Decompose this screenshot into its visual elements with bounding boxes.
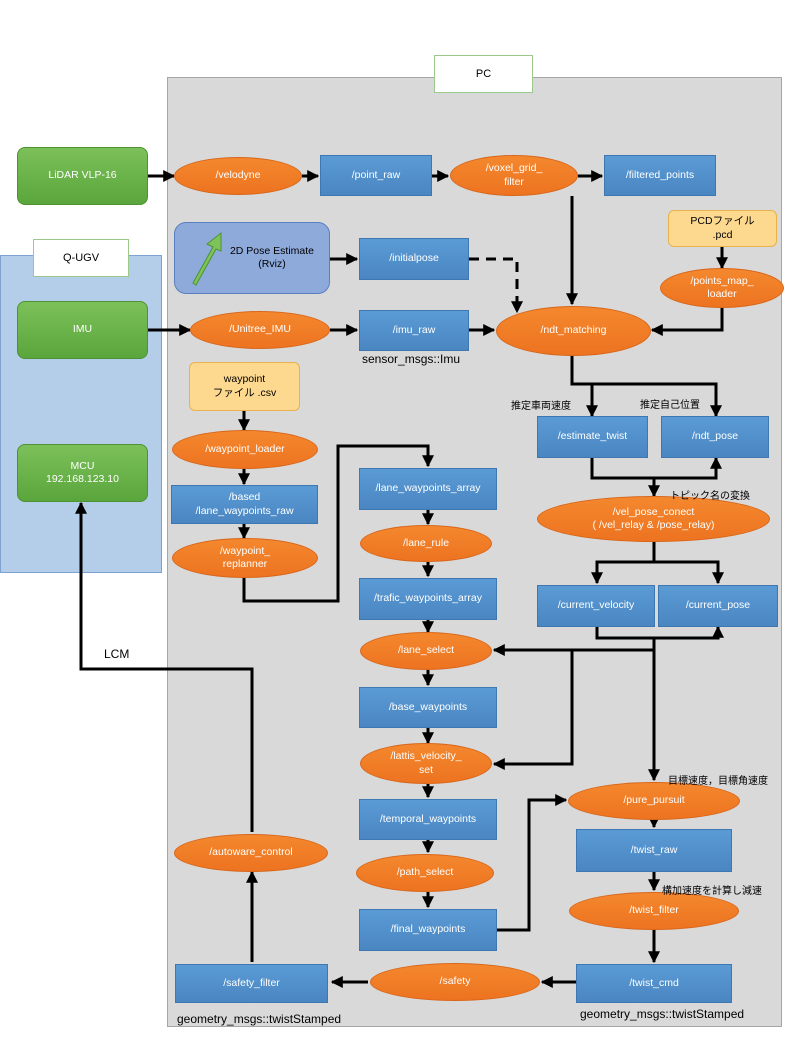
edge-to-lane-select xyxy=(492,638,656,656)
q-ugv-region-label: Q-UGV xyxy=(33,239,129,277)
edge-velocity-pose-lane-select xyxy=(595,625,724,640)
topic-current-pose: /current_pose xyxy=(658,585,778,627)
topic-estimate-twist: /estimate_twist xyxy=(537,416,648,458)
lidar-vlp16-device: LiDAR VLP-16 xyxy=(17,147,148,205)
label-sensor-msgs-imu: sensor_msgs::Imu xyxy=(362,352,461,366)
topic-point-raw: /point_raw xyxy=(320,155,432,196)
node-twist-filter: /twist_filter xyxy=(569,892,739,930)
edge-map-loader-ndt xyxy=(650,308,724,336)
green-arrow-icon xyxy=(192,231,222,286)
topic-imu-raw: /imu_raw xyxy=(359,310,469,351)
edge-initialpose-ndt-dashed xyxy=(469,257,523,314)
edge-replanner-lane-array xyxy=(242,444,434,603)
topic-lane-waypoints-array: /lane_waypoints_array xyxy=(359,468,497,510)
topic-initialpose: /initialpose xyxy=(359,238,469,280)
topic-temporal-waypoints: /temporal_waypoints xyxy=(359,799,497,840)
label-estimated-velocity: 推定車両速度 xyxy=(511,401,571,412)
node-waypoint-loader: /waypoint_loader xyxy=(172,430,318,469)
node-vel-pose-conect: /vel_pose_conect ( /vel_relay & /pose_re… xyxy=(537,496,770,542)
node-lattis-velocity-set: /lattis_velocity_ set xyxy=(360,743,492,784)
topic-final-waypoints: /final_waypoints xyxy=(359,909,497,951)
edge-twist-pose-conect xyxy=(590,456,722,480)
edge-conect-current-velocity xyxy=(591,542,656,585)
label-lcm: LCM xyxy=(104,647,130,661)
label-accel-decel: 構加速度を計算し減速 xyxy=(662,886,762,897)
node-waypoint-replanner: /waypoint_ replanner xyxy=(172,538,318,578)
edge-conect-current-pose xyxy=(654,560,724,585)
pc-region-label: PC xyxy=(434,55,533,93)
edge-ndt-estimate-twist xyxy=(570,356,598,418)
mcu-device: MCU 192.168.123.10 xyxy=(17,444,148,502)
rviz-2d-pose-estimate: 2D Pose Estimate (Rviz) xyxy=(174,222,330,294)
node-velodyne: /velodyne xyxy=(174,157,302,195)
topic-current-velocity: /current_velocity xyxy=(537,585,655,627)
label-geometry-msgs-right: geometry_msgs::twistStamped xyxy=(580,1007,745,1021)
node-safety: /safety xyxy=(370,963,540,1001)
imu-device: IMU xyxy=(17,301,148,359)
edge-ndt-ndt-pose xyxy=(572,382,722,418)
node-points-map-loader: /points_map_ loader xyxy=(660,268,784,308)
topic-twist-cmd: /twist_cmd xyxy=(576,964,732,1003)
node-unitree-imu: /Unitree_IMU xyxy=(190,311,330,349)
node-lane-rule: /lane_rule xyxy=(360,525,492,562)
node-pure-pursuit: /pure_pursuit xyxy=(568,782,740,820)
topic-twist-raw: /twist_raw xyxy=(576,829,732,872)
label-target-velocity: 目標速度，目標角速度 xyxy=(668,776,768,787)
topic-based-lane-waypoints-raw: /based /lane_waypoints_raw xyxy=(171,485,318,524)
pcd-file: PCDファイル .pcd xyxy=(668,210,777,247)
topic-safety-filter: /safety_filter xyxy=(175,964,328,1003)
topic-base-waypoints: /base_waypoints xyxy=(359,687,497,728)
edge-to-lattis xyxy=(492,650,574,770)
topic-ndt-pose: /ndt_pose xyxy=(661,416,769,458)
label-topic-rename: トピック名の変換 xyxy=(670,491,750,502)
waypoint-csv-file: waypoint ファイル .csv xyxy=(189,362,300,411)
node-voxel-grid-filter: /voxel_grid_ filter xyxy=(450,155,578,196)
label-geometry-msgs-left: geometry_msgs::twistStamped xyxy=(177,1012,342,1026)
node-path-select: /path_select xyxy=(356,854,494,892)
node-ndt-matching: /ndt_matching xyxy=(496,306,651,356)
topic-trafic-waypoints-array: /trafic_waypoints_array xyxy=(359,578,497,620)
node-autoware-control: /autoware_control xyxy=(174,834,328,872)
rviz-label: 2D Pose Estimate (Rviz) xyxy=(229,244,315,270)
topic-filtered-points: /filtered_points xyxy=(604,155,716,196)
label-estimated-position: 推定自己位置 xyxy=(640,400,700,411)
node-lane-select: /lane_select xyxy=(360,632,492,670)
edge-autoware-mcu xyxy=(75,501,254,832)
edge-final-pure-pursuit xyxy=(497,794,568,932)
